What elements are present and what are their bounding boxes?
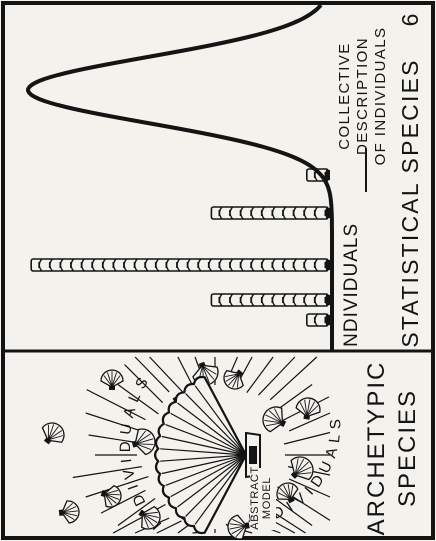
archetypic-title-line2: SPECIES — [394, 389, 421, 507]
small-shell — [101, 370, 123, 390]
ray-line — [259, 357, 295, 395]
small-shell — [295, 396, 322, 421]
archetypic-title-line1: ARCHETYPIC — [363, 361, 390, 536]
statistical-species-title: STATISTICAL SPECIES — [397, 58, 423, 347]
small-shell — [219, 364, 249, 394]
frequency-curve — [28, 5, 332, 351]
shell-stack — [307, 314, 330, 326]
individuals-label: INDIVIDUALS — [341, 223, 362, 353]
stacked-shells-icon — [31, 169, 330, 326]
shell-stack — [211, 207, 330, 219]
shell-stack — [211, 294, 330, 306]
archetypic-panel: INDIVIDUALS INDIVIDUALS ABSTRACT MODEL A… — [37, 357, 421, 541]
small-shell — [98, 483, 125, 511]
abstract-model-label-line1: ABSTRACT — [249, 466, 261, 529]
figure-number: 6 — [397, 14, 423, 27]
ray-line — [178, 357, 192, 385]
collective-label-line3: OF INDIVIDUALS — [372, 27, 389, 166]
ray-line — [247, 357, 273, 393]
statistical-panel: INDIVIDUALS COLLECTIVE DESCRIPTION OF IN… — [28, 5, 423, 353]
collective-label-line1: COLLECTIVE — [336, 42, 353, 149]
abstract-model-label-line2: MODEL — [261, 477, 273, 519]
ray-line — [150, 357, 184, 393]
small-shell — [37, 418, 69, 450]
collective-label-line2: DESCRIPTION — [354, 37, 371, 155]
shell-stack — [31, 259, 330, 271]
ray-line — [270, 357, 317, 400]
ray-line — [239, 357, 252, 381]
ray-line — [284, 433, 330, 445]
small-shell — [58, 500, 80, 524]
